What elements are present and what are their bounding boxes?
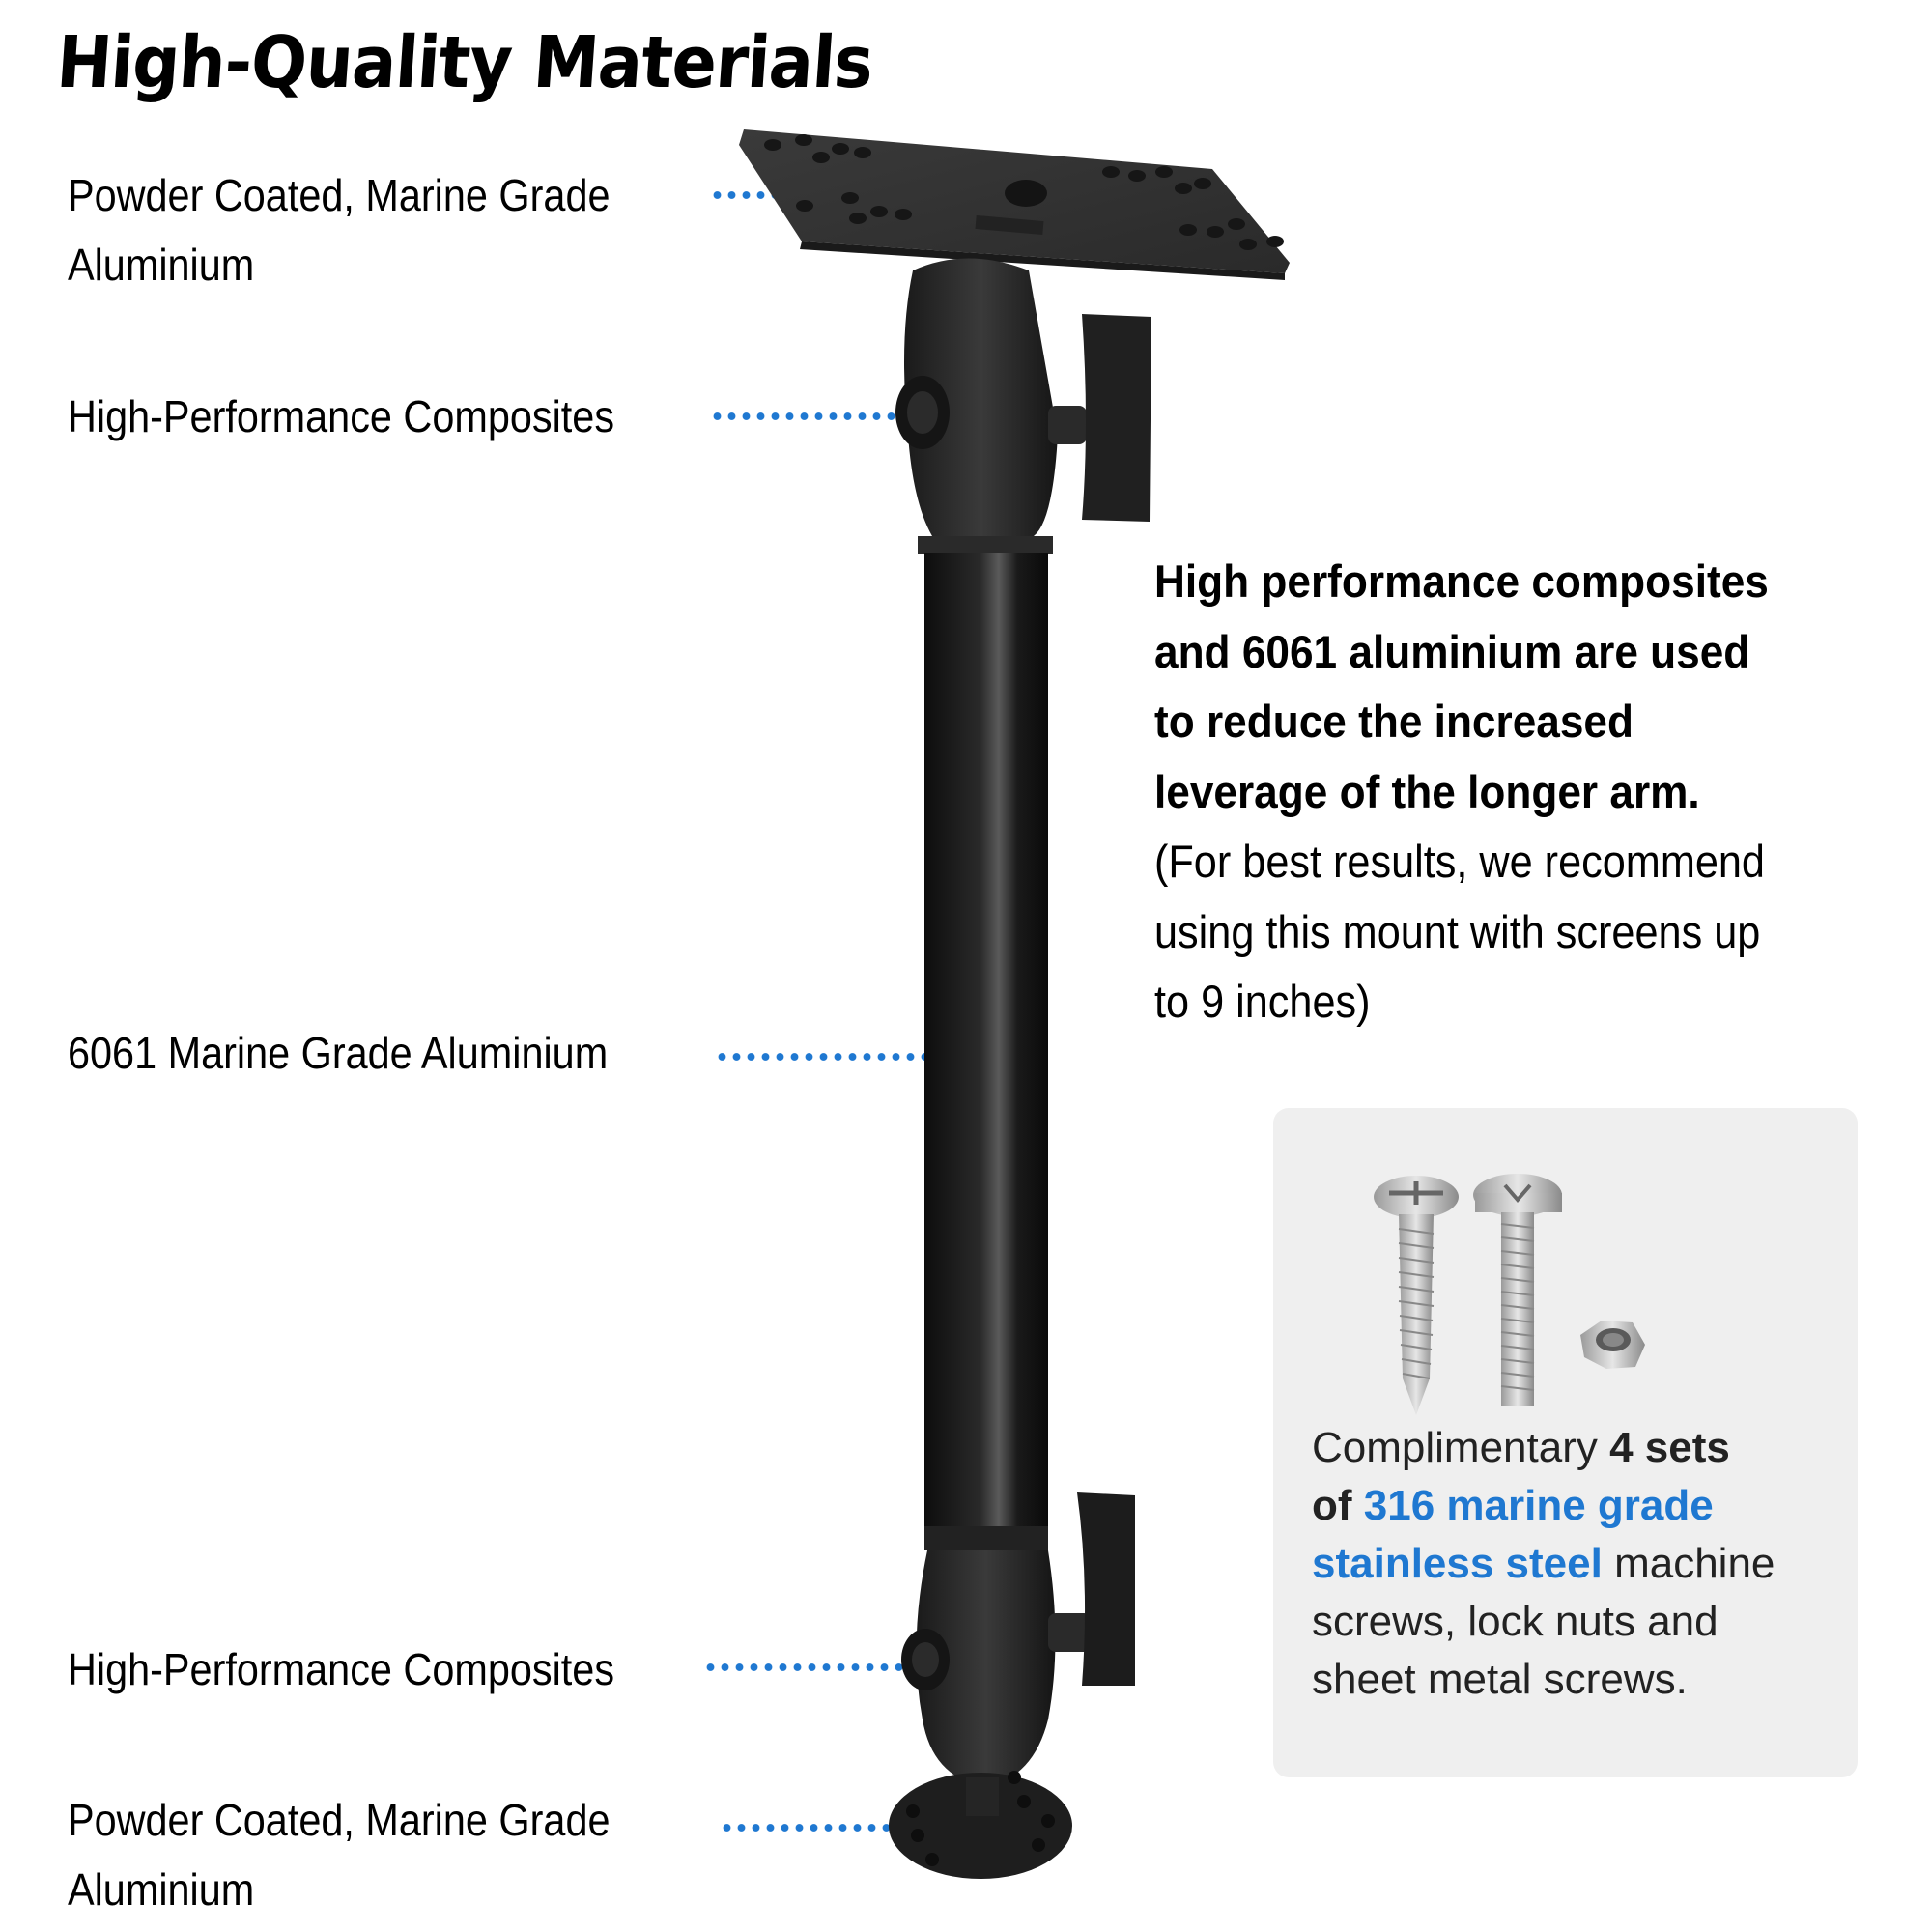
top-plate-icon xyxy=(739,129,1290,280)
hw-text: sheet metal screws. xyxy=(1312,1656,1688,1703)
machine-screw-icon xyxy=(1473,1174,1562,1406)
hw-qty: 4 sets xyxy=(1609,1424,1730,1471)
callout-top-plate-line1: Powder Coated, Marine Grade xyxy=(68,170,611,220)
hw-material: 316 marine grade xyxy=(1363,1482,1714,1529)
hw-text: machine xyxy=(1602,1540,1776,1587)
hw-text: screws, lock nuts and xyxy=(1312,1598,1719,1645)
hardware-description: Complimentary 4 sets of 316 marine grade… xyxy=(1312,1419,1775,1709)
description-bold-line: leverage of the longer arm. xyxy=(1154,765,1700,817)
description-note-line: using this mount with screens up xyxy=(1154,905,1761,957)
description-note-line: (For best results, we recommend xyxy=(1154,836,1765,887)
callout-pole-leader xyxy=(715,1053,985,1061)
callout-top-plate-leader xyxy=(710,191,845,199)
lower-socket-icon xyxy=(889,1492,1135,1879)
callout-base-line1: Powder Coated, Marine Grade xyxy=(68,1795,611,1845)
hw-text: of xyxy=(1312,1482,1364,1529)
callout-top-socket-leader xyxy=(710,412,947,420)
callout-pole: 6061 Marine Grade Aluminium xyxy=(68,1028,609,1078)
hardware-image xyxy=(1374,1174,1645,1415)
callout-bottom-socket-leader xyxy=(703,1663,969,1671)
callout-top-socket: High-Performance Composites xyxy=(68,391,615,441)
hw-material: stainless steel xyxy=(1312,1540,1603,1587)
hw-text: Complimentary xyxy=(1312,1424,1610,1471)
description-block: High performance composites and 6061 alu… xyxy=(1154,547,1908,1037)
callout-bottom-socket: High-Performance Composites xyxy=(68,1644,615,1694)
sheet-metal-screw-icon xyxy=(1374,1176,1459,1415)
description-bold-line: High performance composites xyxy=(1154,555,1769,607)
callout-top-plate-line2: Aluminium xyxy=(68,240,255,290)
callout-base-leader xyxy=(720,1824,952,1832)
description-bold-line: to reduce the increased xyxy=(1154,696,1634,747)
lock-nut-icon xyxy=(1580,1321,1645,1369)
pole-icon xyxy=(924,553,1048,1548)
callout-base-line2: Aluminium xyxy=(68,1864,255,1915)
page-title: High-Quality Materials xyxy=(53,21,876,104)
description-bold-line: and 6061 aluminium are used xyxy=(1154,625,1750,677)
description-note-line: to 9 inches) xyxy=(1154,976,1371,1027)
hardware-card: Complimentary 4 sets of 316 marine grade… xyxy=(1273,1108,1858,1777)
upper-socket-icon xyxy=(895,258,1151,554)
